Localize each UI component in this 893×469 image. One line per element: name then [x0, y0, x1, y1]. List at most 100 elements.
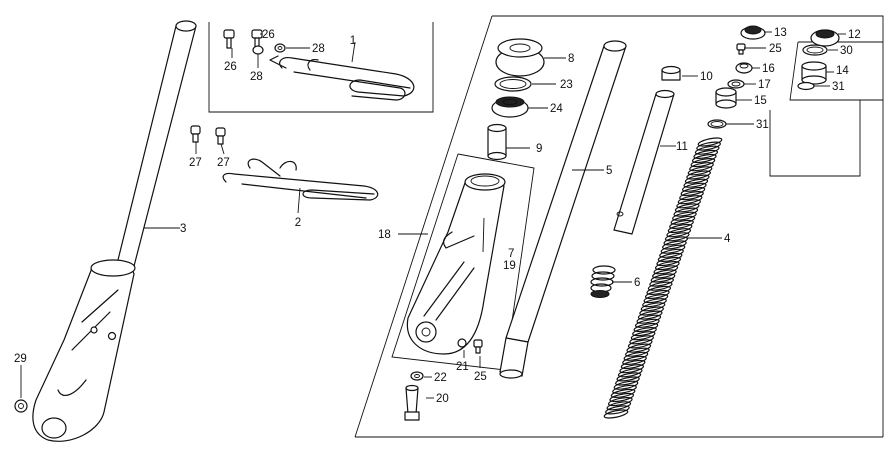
spring-coil: [684, 174, 710, 184]
spring-coil: [644, 289, 670, 300]
callout-17: 17: [758, 79, 771, 91]
bolts-21-25: [457, 338, 483, 354]
callout-20: 20: [436, 393, 449, 405]
spring-coil: [623, 351, 649, 361]
callout-12: 12: [848, 29, 861, 41]
damper-rod-11: [613, 65, 681, 235]
spring-coil: [693, 149, 719, 160]
spring-coil: [696, 141, 721, 151]
spring-coil: [629, 335, 654, 345]
bushing-9: [487, 123, 507, 161]
spring-coil: [689, 162, 714, 172]
spring-coil: [667, 223, 693, 234]
spring-coil: [673, 207, 699, 217]
spring-coil: [615, 376, 640, 386]
spring-coil: [640, 302, 666, 312]
spring-coil: [683, 178, 709, 188]
spring-coil: [672, 211, 697, 221]
caps-12-17: [707, 25, 840, 129]
spring-coil: [632, 326, 657, 337]
spring-coil: [697, 137, 723, 147]
spring-coil: [605, 405, 630, 415]
spring-coil: [639, 306, 664, 316]
callout-18: 18: [378, 229, 391, 241]
spring-coil: [664, 232, 690, 242]
spring-coil: [613, 380, 639, 390]
spring-coil: [652, 269, 677, 279]
spring-coil: [654, 260, 680, 271]
spring-coil: [677, 195, 703, 205]
spring-coil: [625, 347, 650, 357]
fork-spring-4: [603, 137, 723, 419]
spring-coil: [670, 215, 696, 225]
spring-coil: [656, 256, 682, 267]
spring-coil: [610, 388, 636, 399]
seals-8-23-24: [491, 38, 545, 118]
spring-coil: [620, 359, 646, 370]
callout-25-top: 25: [769, 43, 782, 55]
spring-coil: [643, 293, 669, 304]
spring-coil: [609, 392, 635, 403]
spring-coil: [634, 318, 660, 328]
callout-1: 1: [350, 35, 356, 47]
bracket-2: [222, 158, 379, 201]
washer-29: [14, 399, 28, 413]
callout-16: 16: [762, 63, 775, 75]
callout-26-right: 26: [262, 29, 275, 41]
bottom-case-18: [406, 173, 506, 355]
spring-coil: [617, 368, 643, 378]
callout-15: 15: [754, 95, 767, 107]
callout-8: 8: [568, 53, 574, 65]
spring-coil: [694, 145, 720, 155]
callout-5: 5: [606, 165, 612, 177]
callout-13: 13: [774, 27, 787, 39]
spring-coil: [679, 190, 704, 201]
callout-4: 4: [724, 233, 731, 245]
spring-coil: [680, 186, 706, 197]
spring-coil: [662, 240, 687, 250]
spring-coil: [687, 166, 713, 176]
spring-coil: [681, 182, 707, 192]
spring-coil: [622, 355, 647, 366]
callout-31-right: 31: [832, 81, 845, 93]
callout-labels: 1 2 3 4 5 6 7 19 8 9 10 11 12 13 14 15 1…: [14, 27, 861, 405]
spring-coil: [686, 170, 711, 180]
spring-coil: [636, 314, 662, 324]
spring-coil: [649, 277, 674, 287]
callout-22: 22: [434, 372, 447, 384]
callout-21: 21: [456, 361, 469, 373]
leader-lines: [20, 31, 846, 399]
spring-coil: [653, 265, 679, 275]
callout-25-bottom: 25: [474, 371, 487, 383]
callout-19: 19: [503, 260, 516, 272]
spring-coil: [660, 244, 686, 254]
callout-6: 6: [634, 277, 640, 289]
spring-coil: [650, 273, 676, 283]
callout-27-left: 27: [189, 157, 202, 169]
spring-coil: [690, 157, 716, 168]
spring-coil: [606, 401, 632, 411]
callout-27-right: 27: [217, 157, 230, 169]
spring-coil: [674, 203, 700, 213]
spring-coil: [626, 343, 652, 353]
callout-28-left: 28: [250, 71, 263, 83]
callout-23: 23: [560, 79, 573, 91]
spring-coil: [646, 285, 672, 296]
screws-top: [190, 29, 286, 145]
spring-coil: [676, 199, 701, 209]
callout-9: 9: [536, 143, 542, 155]
callout-26-left: 26: [224, 61, 237, 73]
spring-coil: [607, 396, 633, 407]
spring-coil: [647, 281, 673, 291]
spring-coil: [659, 248, 684, 258]
callout-3: 3: [180, 223, 186, 235]
spring-coil: [691, 153, 717, 164]
spring-coil: [619, 364, 645, 374]
spring-coil: [637, 310, 663, 320]
spring-coil: [633, 322, 659, 333]
spring-coil: [666, 228, 692, 238]
spring-coil: [627, 339, 653, 349]
spring-coil: [612, 384, 637, 394]
callout-28-right: 28: [312, 43, 325, 55]
